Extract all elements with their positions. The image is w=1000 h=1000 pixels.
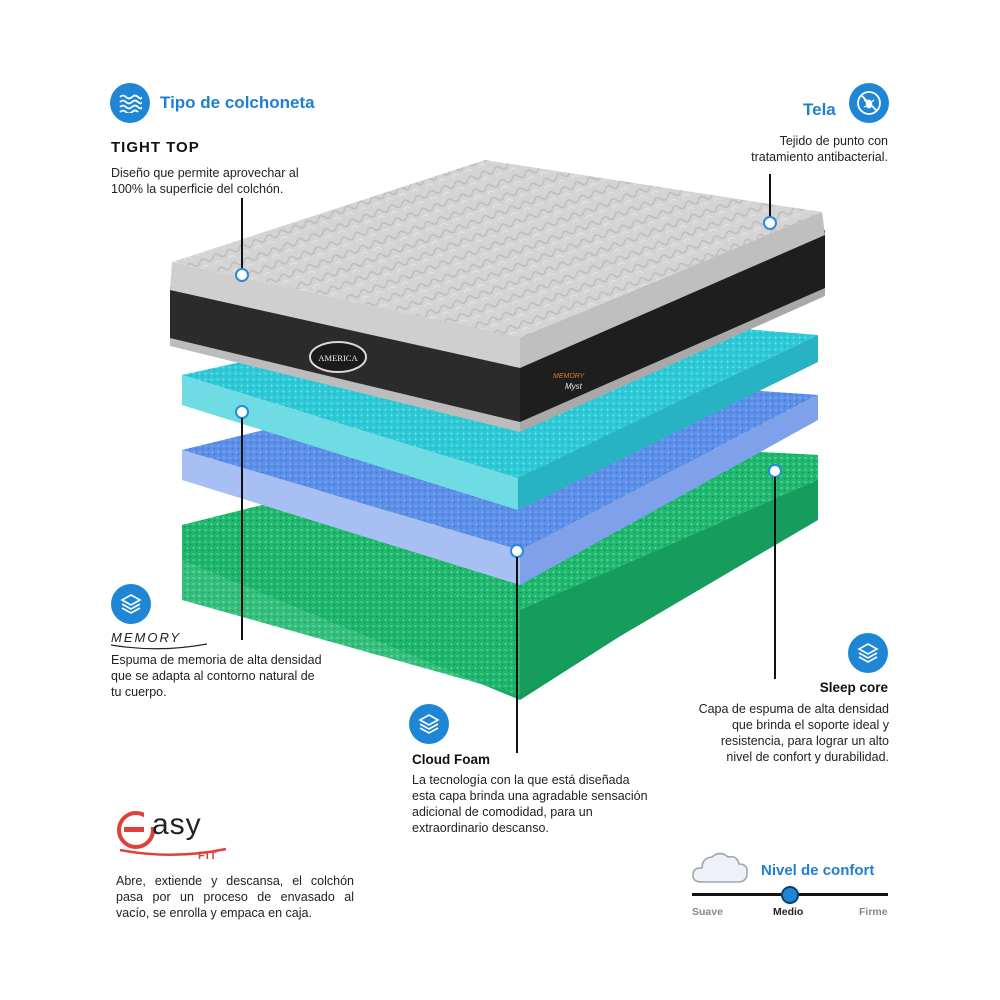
sleep-core-callout-line (774, 477, 776, 679)
america-logo-text: AMERICA (318, 353, 358, 363)
memory-description: Espuma de memoria de alta densidad que s… (111, 652, 351, 700)
easy-fit-description: Abre, extiende y descansa, el colchón pa… (116, 873, 354, 921)
tipo-desc-line: Diseño que permite aprovechar al (111, 166, 299, 180)
sleep-core-description: Capa de espuma de alta densidad que brin… (668, 701, 889, 765)
cloud-foam-callout-dot (510, 544, 524, 558)
sleep-core-desc-line: que brinda el soporte ideal y (731, 718, 889, 732)
easy-fit-desc-line: Abre, extiende y descansa, el colchón (116, 874, 354, 888)
memory-desc-line: Espuma de memoria de alta densidad (111, 653, 322, 667)
tela-title: Tela (803, 100, 836, 119)
easy-fit-e-icon (117, 810, 156, 849)
tela-desc-line: Tejido de punto con (779, 134, 888, 148)
mattress-illustration: AMERICA MEMORY Myst (170, 160, 825, 700)
cloud-foam-desc-line: extraordinario descanso. (412, 821, 549, 835)
layers-icon (848, 633, 888, 673)
layers-icon (409, 704, 449, 744)
confort-label-suave: Suave (692, 906, 723, 918)
tipo-desc-line: 100% la superficie del colchón. (111, 182, 284, 196)
cloud-icon (692, 852, 748, 883)
easy-fit-logo-main: asy (152, 808, 202, 841)
tipo-title: Tipo de colchoneta (160, 93, 315, 112)
mattress: AMERICA MEMORY Myst (170, 160, 825, 432)
confort-label-firme: Firme (859, 906, 888, 918)
tight-top-title: TIGHT TOP (111, 139, 200, 156)
cloud-foam-desc-line: adicional de comodidad, para un (412, 805, 593, 819)
tela-desc-line: tratamiento antibacterial. (751, 150, 888, 164)
confort-label-medio: Medio (773, 906, 804, 918)
tight-top-callout-dot (235, 268, 249, 282)
waves-icon (110, 83, 150, 123)
easy-fit-desc-line: vacío, se enrolla y empaca en caja. (116, 906, 312, 920)
memory-desc-line: que se adapta al contorno natural de (111, 669, 315, 683)
memory-label-text: MEMORY (553, 373, 586, 380)
tight-top-callout-line (241, 198, 243, 270)
confort-scale-marker (781, 886, 799, 904)
cloud-foam-desc-line: esta capa brinda una agradable sensación (412, 789, 648, 803)
memory-logo: MEMORY (111, 629, 207, 650)
memory-callout-dot (235, 405, 249, 419)
confort-title: Nivel de confort (761, 862, 875, 879)
sleep-core-callout-dot (768, 464, 782, 478)
sleep-core-desc-line: nivel de confort y durabilidad. (726, 750, 889, 764)
sleep-core-desc-line: Capa de espuma de alta densidad (698, 702, 889, 716)
tela-description: Tejido de punto con tratamiento antibact… (640, 133, 888, 165)
sleep-core-title: Sleep core (819, 680, 888, 695)
myst-label-text: Myst (565, 382, 583, 391)
antibacterial-icon (849, 83, 889, 123)
easy-fit-logo-sub: FIT (198, 850, 218, 862)
memory-desc-line: tu cuerpo. (111, 685, 167, 699)
tipo-description: Diseño que permite aprovechar al 100% la… (111, 165, 331, 197)
easy-fit-logo: asy FIT (116, 808, 236, 868)
tela-callout-line (769, 174, 771, 218)
tela-callout-dot (763, 216, 777, 230)
easy-fit-desc-line: pasa por un proceso de envasado al (116, 890, 354, 904)
cloud-foam-description: La tecnología con la que está diseñada e… (412, 772, 672, 836)
cloud-foam-callout-line (516, 557, 518, 753)
cloud-foam-title: Cloud Foam (412, 752, 490, 767)
layers-icon (111, 584, 151, 624)
memory-callout-line (241, 418, 243, 640)
sleep-core-desc-line: resistencia, para lograr un alto (720, 734, 889, 748)
cloud-foam-desc-line: La tecnología con la que está diseñada (412, 773, 630, 787)
memory-logo-text: MEMORY (111, 630, 182, 645)
